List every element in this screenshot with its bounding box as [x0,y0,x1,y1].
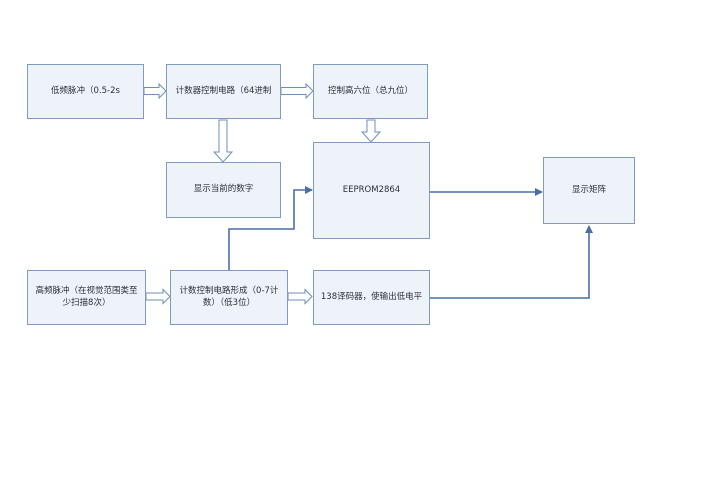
node-decoder-138: 138译码器，使输出低电平 [313,270,430,325]
node-high-freq-pulse-label: 高频脉冲（在视觉范围类至少扫描8次） [35,286,138,308]
node-control-high-six: 控制高六位（总九位） [313,64,428,119]
hollow-arrow-high-freq-to-counter [145,288,171,305]
node-counter-control-0-7-label: 计数控制电路形成（0-7计数）（低3位） [179,286,279,308]
node-low-freq-pulse: 低频脉冲（0.5-2s [27,64,144,119]
node-display-current-number-label: 显示当前的数字 [193,184,254,195]
hollow-arrow-high-six-to-eeprom [360,119,382,143]
hollow-arrow-counter-to-display-number [212,119,234,163]
node-display-matrix: 显示矩阵 [543,157,635,224]
edge-decoder-to-display-matrix [430,225,593,299]
hollow-arrow-low-to-counter [143,82,167,100]
node-display-current-number: 显示当前的数字 [166,162,281,218]
node-eeprom: EEPROM2864 [313,142,430,239]
node-eeprom-label: EEPROM2864 [342,184,401,195]
node-display-matrix-label: 显示矩阵 [571,184,606,195]
node-decoder-138-label: 138译码器，使输出低电平 [320,291,423,302]
hollow-arrow-counter-to-high-six [280,82,314,100]
node-counter-control-64: 计数器控制电路（64进制 [166,64,281,119]
hollow-arrow-counter-to-decoder [287,288,313,305]
node-high-freq-pulse: 高频脉冲（在视觉范围类至少扫描8次） [27,270,146,325]
node-counter-control-64-label: 计数器控制电路（64进制 [175,85,272,96]
node-control-high-six-label: 控制高六位（总九位） [327,85,413,96]
node-low-freq-pulse-label: 低频脉冲（0.5-2s [51,85,120,96]
node-counter-control-0-7: 计数控制电路形成（0-7计数）（低3位） [170,270,288,325]
edge-counter-to-eeprom [228,186,313,270]
